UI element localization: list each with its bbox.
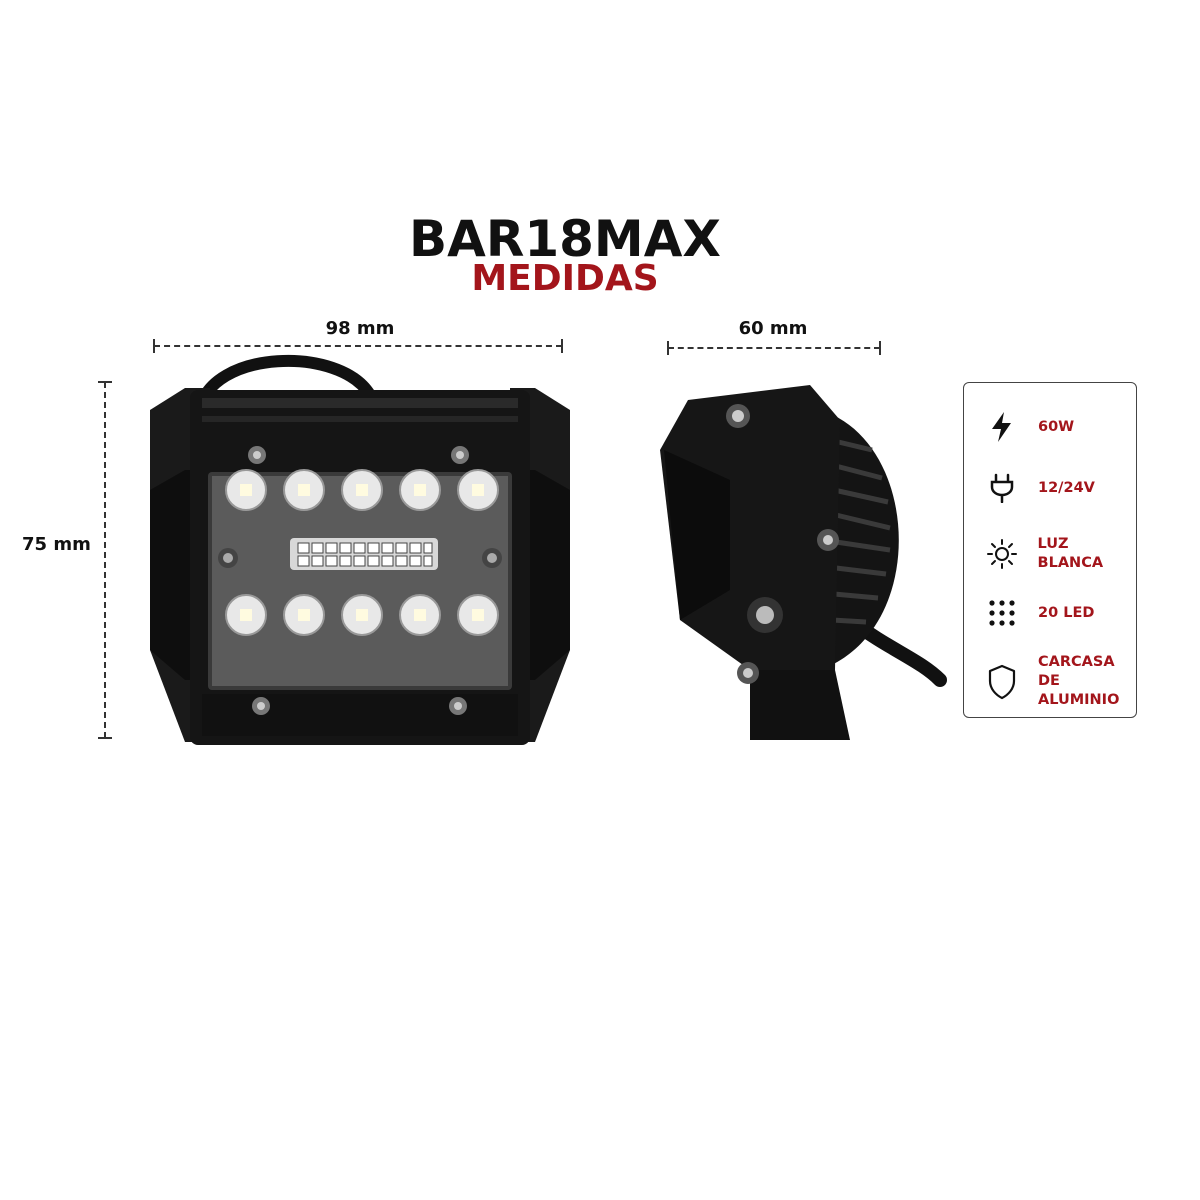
spec-item-housing: CARCASA DE ALUMINIO xyxy=(964,653,1138,710)
spec-item-leds: 20 LED xyxy=(964,597,1138,629)
spec-label-housing: CARCASA DE ALUMINIO xyxy=(1038,654,1120,708)
front-view-image xyxy=(150,354,570,745)
spec-item-voltage: 12/24V xyxy=(964,473,1138,503)
page-subtitle: MEDIDAS xyxy=(471,258,659,299)
height-label: 75 mm xyxy=(22,534,91,555)
spec-label-voltage: 12/24V xyxy=(1038,479,1095,496)
spec-item-power: 60W xyxy=(964,411,1138,443)
spec-label-light: LUZ BLANCA xyxy=(1037,536,1104,571)
width-label: 98 mm xyxy=(325,318,395,339)
spec-item-light: LUZ BLANCA xyxy=(964,535,1138,573)
width-dimension-line xyxy=(153,339,563,353)
sun-icon xyxy=(982,538,1022,570)
product-title: BAR18MAX xyxy=(409,210,721,268)
spec-label-leds: 20 LED xyxy=(1038,604,1095,621)
plug-icon xyxy=(982,473,1022,503)
side-view-image xyxy=(660,385,947,740)
led-grid-icon xyxy=(982,597,1022,629)
spec-label-power: 60W xyxy=(1038,418,1075,435)
depth-label: 60 mm xyxy=(738,318,808,339)
height-dimension-line xyxy=(98,381,112,739)
shield-icon xyxy=(982,664,1022,700)
depth-dimension-line xyxy=(667,341,881,355)
lightning-icon xyxy=(982,411,1022,443)
specs-panel: 60W 12/24V LUZ BLANCA 20 L xyxy=(963,382,1137,718)
